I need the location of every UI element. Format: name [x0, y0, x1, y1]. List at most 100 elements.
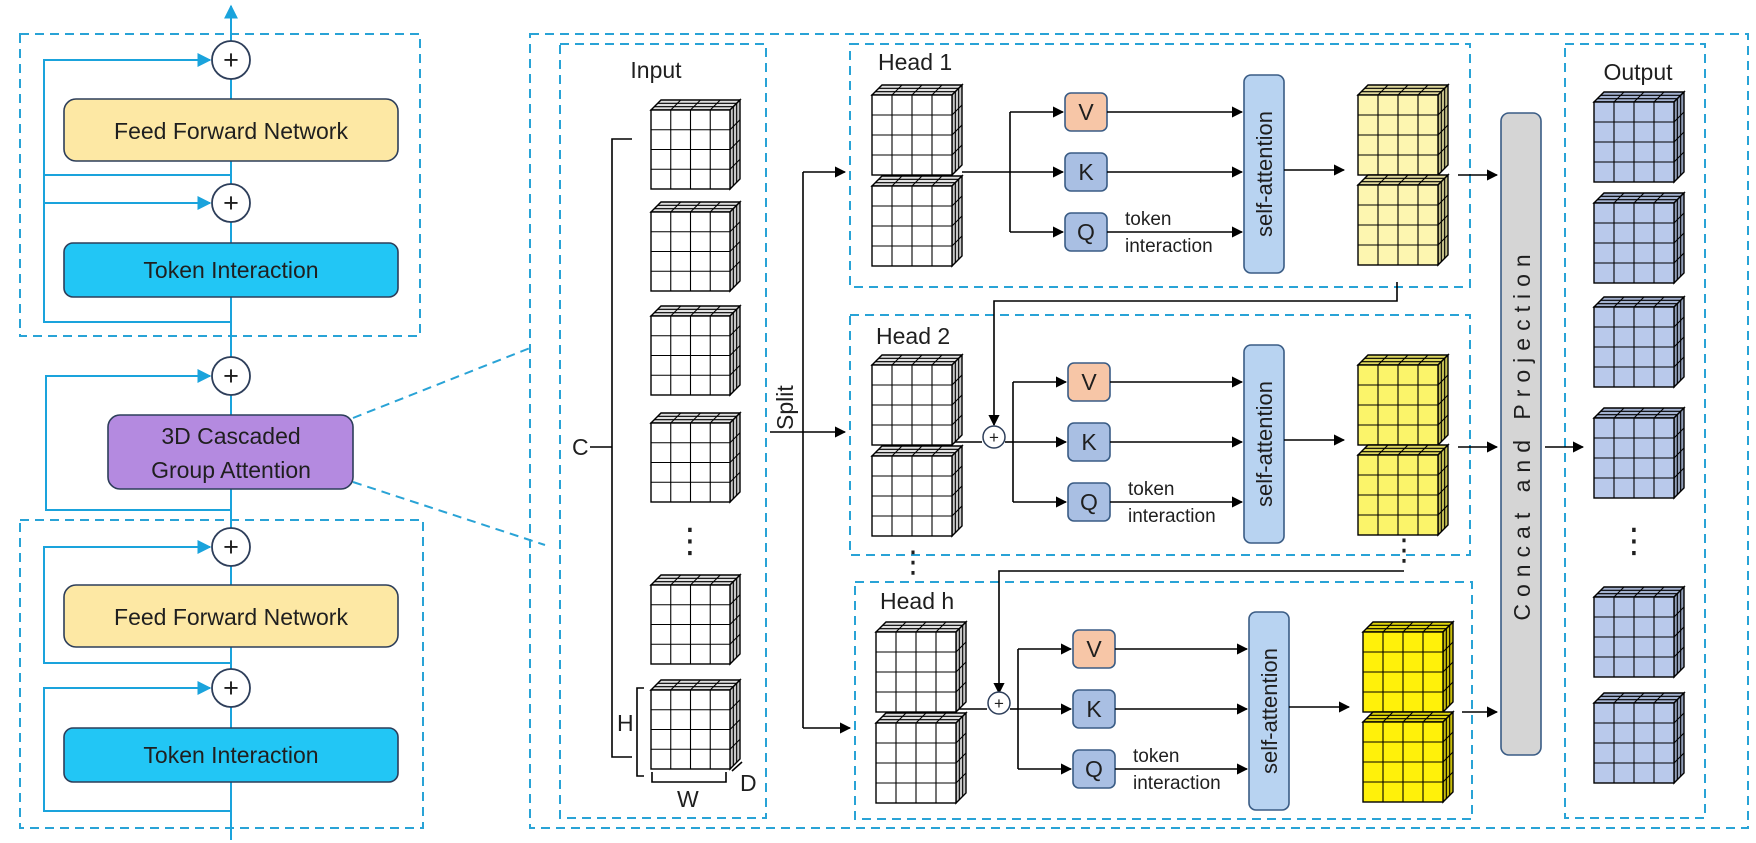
svg-text:+: + — [223, 188, 239, 218]
right-panel: Input Output Head 1 Head 2 Head h C H W … — [529, 33, 1749, 829]
head2-interaction-label: interaction — [1128, 506, 1216, 527]
dim-w: W — [677, 786, 699, 812]
bottom-block-frame — [19, 519, 424, 829]
head2-q-box: Q — [1067, 482, 1111, 522]
headh-output-cube-2 — [1361, 710, 1455, 804]
svg-text:self-attention: self-attention — [1257, 648, 1282, 774]
headh-token-label: token — [1133, 746, 1179, 767]
svg-text:self-attention: self-attention — [1252, 111, 1277, 237]
input-ellipsis: ⋮ — [673, 522, 707, 560]
zoom-line-top — [352, 347, 531, 419]
attention-box — [107, 414, 354, 490]
head2-output-cube-1 — [1356, 353, 1450, 447]
output-cube-4 — [1592, 406, 1686, 500]
head1-output-cube-1 — [1356, 83, 1450, 177]
head1-v-box: V — [1064, 92, 1108, 132]
input-title: Input — [630, 57, 682, 83]
head1-q-box: Q — [1064, 212, 1108, 252]
input-cube-1 — [649, 98, 742, 191]
svg-text:Q: Q — [1085, 756, 1103, 782]
head1-self-attention-box: self-attention — [1243, 74, 1285, 274]
output-title: Output — [1603, 59, 1673, 85]
head2-input-cube-1 — [870, 353, 964, 447]
attention-label-line2: Group Attention — [151, 457, 311, 483]
head2-output-cube-2 — [1356, 443, 1450, 537]
plus-node-2: + — [211, 183, 251, 223]
head1-input-cube-1 — [870, 83, 964, 177]
headh-frame — [854, 581, 1473, 820]
svg-text:Q: Q — [1080, 489, 1098, 515]
concat-projection-box — [1500, 112, 1542, 756]
svg-text:K: K — [1086, 696, 1102, 722]
head2-frame — [849, 314, 1471, 556]
bottom-token-label: Token Interaction — [143, 742, 318, 768]
plus-node-5: + — [211, 668, 251, 708]
detail-frame — [529, 33, 1749, 829]
input-frame — [559, 43, 767, 819]
head1-token-label: token — [1125, 209, 1171, 230]
input-cube-5 — [649, 573, 742, 666]
headh-title: Head h — [880, 588, 954, 614]
plus-node-1: + — [211, 40, 251, 80]
svg-text:+: + — [223, 361, 239, 391]
zoom-line-bottom — [352, 481, 546, 546]
head-ellipsis-left: ⋮ — [898, 546, 928, 579]
output-cube-6 — [1592, 691, 1686, 785]
bottom-token-box — [63, 727, 399, 783]
svg-text:+: + — [223, 532, 239, 562]
head1-output-cube-2 — [1356, 173, 1450, 267]
head2-k-box: K — [1067, 422, 1111, 462]
left-panel: Feed Forward Network Token Interaction F… — [19, 4, 546, 840]
input-cube-6 — [649, 678, 742, 771]
headh-q-box: Q — [1072, 749, 1116, 789]
svg-text:V: V — [1078, 99, 1094, 125]
headh-add-node: + — [987, 691, 1011, 715]
plus-node-3: + — [211, 356, 251, 396]
headh-input-cube-2 — [874, 711, 968, 805]
input-cube-4 — [649, 411, 742, 504]
head2-title: Head 2 — [876, 323, 950, 349]
headh-interaction-label: interaction — [1133, 773, 1221, 794]
head2-self-attention-box: self-attention — [1243, 344, 1285, 544]
headh-output-cube-1 — [1361, 620, 1455, 714]
output-cube-1 — [1592, 90, 1686, 184]
attention-label-line1: 3D Cascaded — [161, 423, 300, 449]
headh-v-box: V — [1072, 629, 1116, 669]
dim-h: H — [617, 710, 634, 736]
svg-text:V: V — [1086, 636, 1102, 662]
headh-self-attention-box: self-attention — [1248, 611, 1290, 811]
dim-c: C — [572, 434, 589, 460]
split-label: Split — [772, 385, 798, 430]
cubes-layer — [649, 83, 1686, 805]
svg-text:K: K — [1078, 159, 1094, 185]
head1-title: Head 1 — [878, 49, 952, 75]
head2-token-label: token — [1128, 479, 1174, 500]
svg-text:+: + — [994, 694, 1004, 713]
head2-input-cube-2 — [870, 444, 964, 538]
output-cube-2 — [1592, 191, 1686, 285]
output-frame — [1564, 43, 1706, 819]
head2-v-box: V — [1067, 362, 1111, 402]
top-ffn-label: Feed Forward Network — [114, 118, 348, 144]
input-cube-2 — [649, 200, 742, 293]
head1-k-box: K — [1064, 152, 1108, 192]
head2-add-node: + — [982, 425, 1006, 449]
svg-text:self-attention: self-attention — [1252, 381, 1277, 507]
input-cube-3 — [649, 304, 742, 397]
svg-text:+: + — [223, 673, 239, 703]
svg-text:Q: Q — [1077, 219, 1095, 245]
output-cube-3 — [1592, 295, 1686, 389]
head1-interaction-label: interaction — [1125, 236, 1213, 257]
svg-text:K: K — [1081, 429, 1097, 455]
svg-text:+: + — [223, 45, 239, 75]
head1-input-cube-2 — [870, 174, 964, 268]
top-token-box — [63, 242, 399, 298]
head1-frame — [849, 43, 1471, 288]
dim-d: D — [740, 770, 757, 796]
bottom-ffn-box — [63, 584, 399, 648]
output-ellipsis: ⋮ — [1617, 522, 1651, 560]
